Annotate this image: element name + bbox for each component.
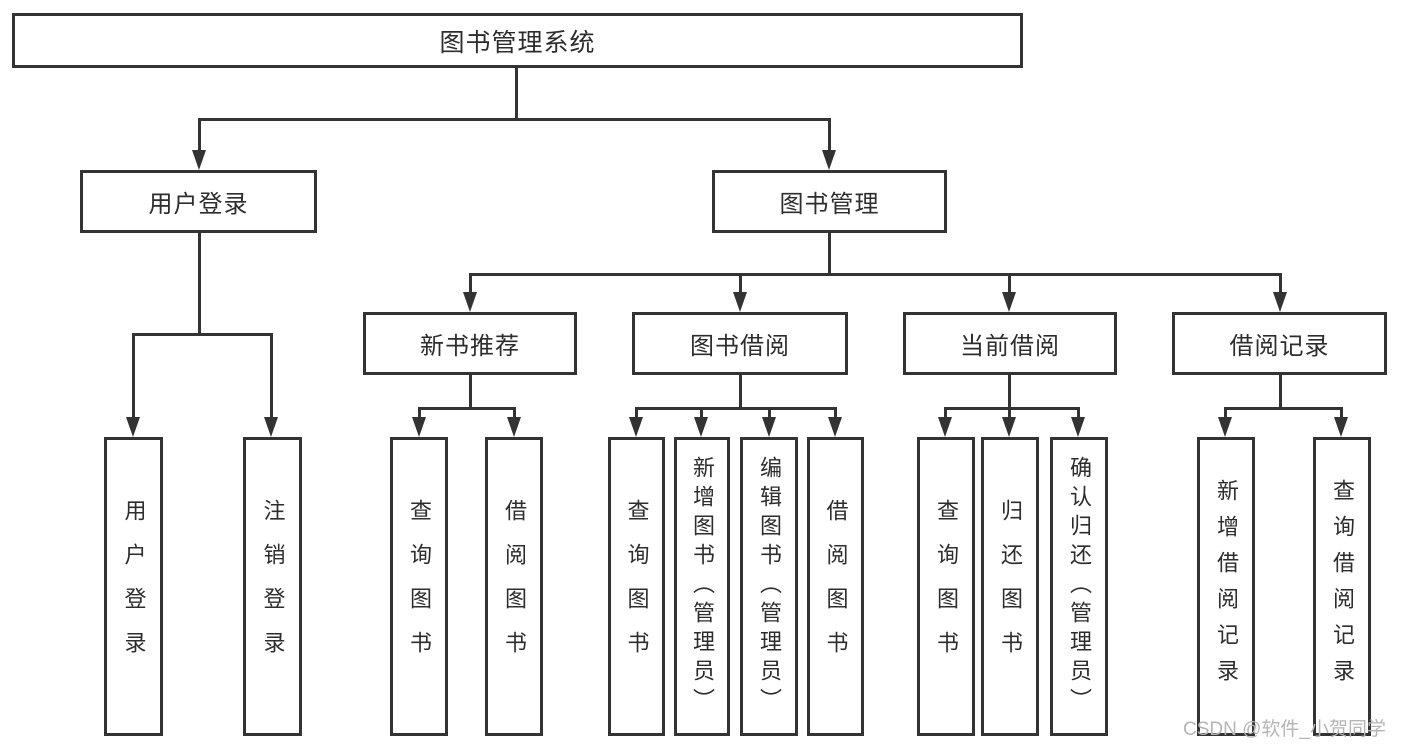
leaf-add-book-admin: 新增图书（管理员）: [674, 437, 730, 736]
leaf-borrow-book-recommend: 借阅图书: [485, 437, 543, 736]
csdn-watermark: CSDN @软件_小贺同学: [1183, 719, 1386, 740]
leaf-label: 查询借阅记录: [1330, 478, 1355, 695]
connector-line: [739, 375, 742, 410]
leaf-label: 新增借阅记录: [1214, 478, 1239, 695]
arrowhead-down-icon: [938, 417, 952, 437]
leaf-edit-book-admin: 编辑图书（管理员）: [740, 437, 798, 736]
connector-line: [1279, 375, 1282, 410]
node-book-management: 图书管理: [712, 170, 947, 233]
connector-line: [418, 407, 516, 410]
arrowhead-down-icon: [1218, 417, 1232, 437]
connector-line: [635, 407, 638, 421]
arrowhead-down-icon: [507, 417, 521, 437]
leaf-add-borrow-record: 新增借阅记录: [1197, 437, 1255, 736]
leaf-user-login: 用户登录: [104, 437, 163, 736]
leaf-label: 查询图书: [407, 498, 432, 675]
connector-line: [944, 407, 1079, 410]
connector-line: [198, 233, 201, 333]
leaf-query-borrow-record: 查询借阅记录: [1313, 437, 1371, 736]
leaf-label: 用户登录: [121, 498, 147, 675]
leaf-label: 确认归还（管理员）: [1067, 456, 1092, 717]
arrowhead-down-icon: [412, 417, 426, 437]
connector-line: [635, 407, 836, 410]
leaf-label: 借阅图书: [823, 498, 849, 675]
arrowhead-down-icon: [1334, 417, 1348, 437]
leaf-label: 注销登录: [260, 498, 286, 675]
connector-line: [198, 118, 831, 121]
node-label: 新书推荐: [420, 333, 520, 360]
connector-line: [132, 333, 273, 336]
connector-line: [198, 118, 201, 153]
node-label: 图书管理: [779, 191, 880, 218]
connector-line: [270, 333, 273, 419]
connector-line: [1008, 273, 1011, 295]
connector-line: [700, 407, 703, 421]
connector-line: [739, 273, 742, 295]
connector-line: [828, 233, 831, 273]
arrowhead-down-icon: [762, 417, 776, 437]
arrowhead-down-icon: [1071, 417, 1085, 437]
leaf-label: 查询图书: [624, 498, 650, 675]
connector-line: [469, 273, 1282, 276]
arrowhead-down-icon: [1273, 292, 1287, 312]
leaf-label: 借阅图书: [502, 498, 527, 675]
node-label: 用户登录: [148, 191, 249, 218]
leaf-query-book-borrow: 查询图书: [608, 437, 665, 736]
leaf-label: 新增图书（管理员）: [690, 456, 715, 717]
arrowhead-down-icon: [629, 417, 643, 437]
connector-line: [944, 407, 947, 421]
arrowhead-down-icon: [733, 292, 747, 312]
arrowhead-down-icon: [192, 150, 206, 170]
connector-line: [469, 273, 472, 295]
arrowhead-down-icon: [1002, 292, 1016, 312]
arrowhead-down-icon: [126, 417, 140, 437]
leaf-query-book-recommend: 查询图书: [390, 437, 448, 736]
connector-line: [469, 375, 472, 410]
leaf-query-book-current: 查询图书: [917, 437, 975, 736]
connector-line: [132, 333, 135, 419]
arrowhead-down-icon: [822, 150, 836, 170]
connector-line: [513, 407, 516, 421]
connector-line: [768, 407, 771, 421]
node-current-borrow: 当前借阅: [903, 312, 1117, 375]
connector-line: [834, 407, 837, 421]
node-label: 借阅记录: [1229, 333, 1330, 360]
leaf-label: 归还图书: [998, 498, 1023, 675]
leaf-confirm-return-admin: 确认归还（管理员）: [1050, 437, 1108, 736]
connector-line: [515, 68, 518, 118]
connector-line: [1340, 407, 1343, 421]
node-library-management-system: 图书管理系统: [12, 13, 1023, 68]
node-label: 图书管理系统: [439, 28, 596, 57]
node-label: 图书借阅: [690, 333, 790, 360]
node-label: 当前借阅: [960, 333, 1060, 360]
connector-line: [1008, 407, 1011, 421]
node-new-book-recommend: 新书推荐: [363, 312, 577, 375]
connector-line: [1008, 375, 1011, 410]
connector-line: [1224, 407, 1227, 421]
arrowhead-down-icon: [694, 417, 708, 437]
connector-line: [1224, 407, 1343, 410]
leaf-label: 查询图书: [934, 498, 959, 675]
node-borrow-record: 借阅记录: [1172, 312, 1387, 375]
leaf-label: 编辑图书（管理员）: [757, 456, 782, 717]
connector-line: [1077, 407, 1080, 421]
leaf-logout: 注销登录: [243, 437, 302, 736]
node-user-login: 用户登录: [80, 170, 317, 233]
connector-line: [1279, 273, 1282, 295]
leaf-borrow-book: 借阅图书: [807, 437, 864, 736]
arrowhead-down-icon: [1002, 417, 1016, 437]
node-book-borrow: 图书借阅: [632, 312, 848, 375]
arrowhead-down-icon: [463, 292, 477, 312]
arrowhead-down-icon: [828, 417, 842, 437]
connector-line: [418, 407, 421, 421]
connector-line: [828, 118, 831, 153]
leaf-return-book: 归还图书: [981, 437, 1039, 736]
arrowhead-down-icon: [264, 417, 278, 437]
